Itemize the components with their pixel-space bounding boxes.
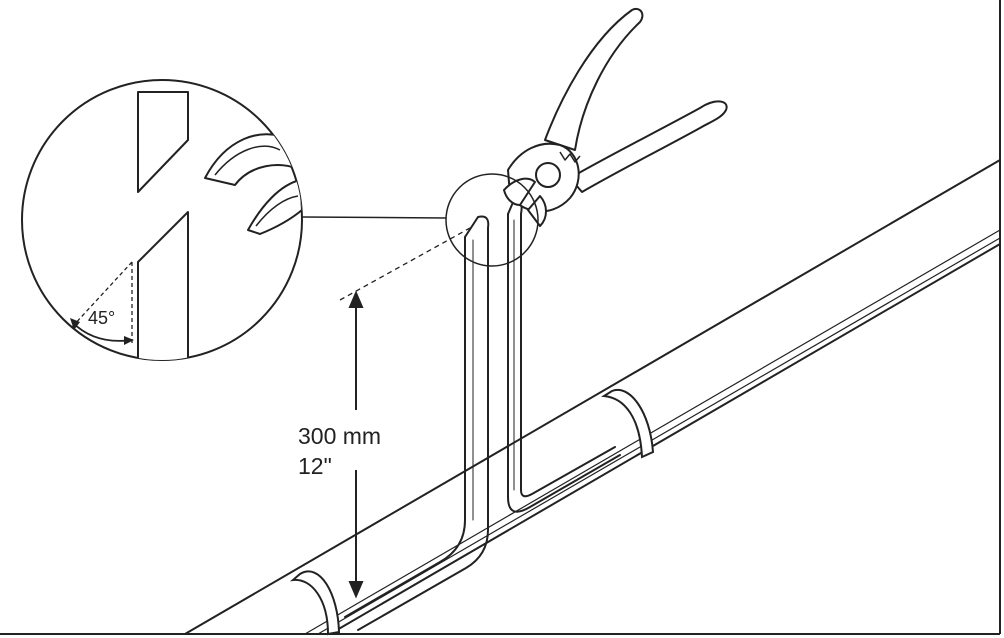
heating-cable — [344, 198, 621, 631]
pipe-clamp-lower — [289, 570, 341, 636]
magnifier-detail-circle — [445, 173, 539, 267]
connector-line — [301, 216, 447, 219]
pipe — [184, 159, 1001, 635]
angle-label: 45° — [88, 308, 115, 328]
angle-guides — [59, 261, 134, 345]
dimension-arrow — [348, 290, 364, 599]
detail-cutter-jaws — [204, 133, 302, 235]
reference-dashed-line — [339, 227, 471, 301]
dimension-in-label: 12" — [298, 453, 332, 479]
detail-cable-cut — [137, 91, 189, 360]
pipe-clamp-upper — [600, 388, 655, 459]
dimension-mm-label: 300 mm — [298, 423, 381, 449]
side-cutter-pliers-icon — [503, 8, 728, 227]
